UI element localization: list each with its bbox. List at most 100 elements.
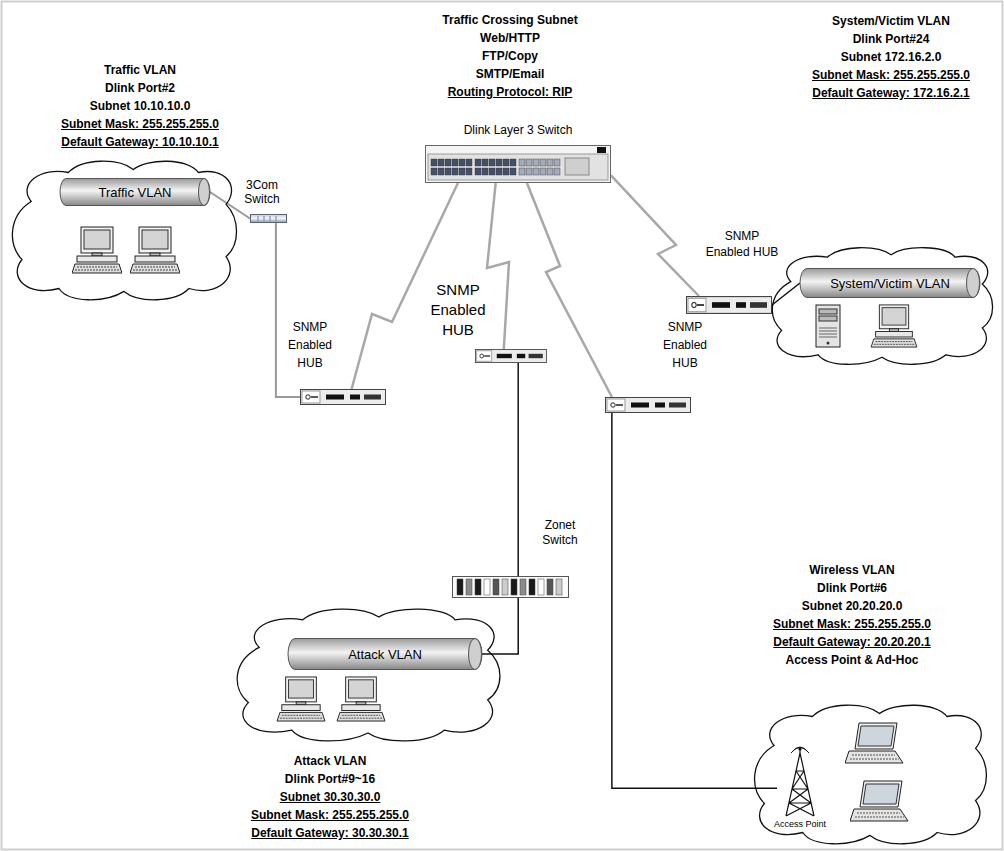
switch-module xyxy=(565,158,589,175)
switch-port xyxy=(510,168,516,175)
switch-port xyxy=(526,168,532,175)
hub-ports xyxy=(529,354,543,358)
switch-port xyxy=(431,159,437,166)
label-block: System/Victim VLANDlink Port#24Subnet 17… xyxy=(771,12,1004,102)
switch-port xyxy=(466,159,472,166)
snmp-hub: SNMP Enabled HUB xyxy=(605,397,691,413)
cloud-shape xyxy=(768,245,996,367)
label-block: SNMP Enabled HUB xyxy=(282,318,338,372)
vlan-cylinder: System/Victim VLAN xyxy=(800,268,980,298)
switch-port xyxy=(445,159,451,166)
vlan-name: Traffic VLAN xyxy=(99,184,172,201)
hub-ports xyxy=(655,403,665,408)
vlan-cylinder: Traffic VLAN xyxy=(60,178,210,206)
hub-panel xyxy=(607,399,625,411)
vlan-info-line: Traffic VLAN xyxy=(20,61,260,79)
vlan-info-line: Default Gateway: 172.16.2.1 xyxy=(771,84,1004,102)
switch-port xyxy=(547,168,553,175)
hub-mark xyxy=(697,304,704,306)
hub-shape xyxy=(605,397,691,413)
switch-port xyxy=(489,159,495,166)
vlan-info-line: Dlink Port#9~16 xyxy=(210,770,450,788)
device-label: SNMP Enabled HUB xyxy=(702,228,782,260)
lightning-link xyxy=(487,183,509,349)
switch-icon: 3Com Switch xyxy=(250,214,287,223)
hub-led xyxy=(611,403,615,407)
switch-port xyxy=(496,159,502,166)
switch-port xyxy=(482,159,488,166)
switch-port xyxy=(459,168,465,175)
switch-port xyxy=(526,159,532,166)
switch-port xyxy=(445,168,451,175)
switch-port xyxy=(503,159,509,166)
traffic-note: Traffic Crossing Subnet xyxy=(400,11,620,29)
radio-waves xyxy=(791,747,809,753)
desktop-pc xyxy=(277,677,325,721)
tower-shape xyxy=(777,745,823,817)
vlan-info-line: Subnet Mask: 255.255.255.0 xyxy=(732,615,972,633)
switch-panel xyxy=(428,154,608,180)
hub-ports xyxy=(669,403,686,408)
snmp-hub: SNMP Enabled HUB xyxy=(475,349,547,363)
vlan-info-line: Dlink Port#2 xyxy=(20,79,260,97)
hub-panel xyxy=(477,351,492,362)
tower-lattice xyxy=(786,748,814,816)
desktop-pc xyxy=(871,305,917,347)
device-label: SNMP Enabled HUB xyxy=(282,318,338,372)
desktop-pc xyxy=(337,677,385,721)
label-block: SNMP Enabled HUB xyxy=(425,280,491,340)
snmp-hub: SNMP Enabled HUB xyxy=(300,389,386,405)
label-block: Traffic Crossing SubnetWeb/HTTPFTP/CopyS… xyxy=(400,11,620,101)
device-label: Zonet Switch xyxy=(538,518,582,548)
vlan-info-line: Access Point & Ad-Hoc xyxy=(732,651,972,669)
hub-ports xyxy=(631,403,649,408)
label-block: SNMP Enabled HUB xyxy=(657,318,713,372)
device-label: SNMP Enabled HUB xyxy=(657,318,713,372)
hub-led xyxy=(306,395,310,399)
hub-ports xyxy=(350,395,360,400)
label-block: SNMP Enabled HUB xyxy=(702,228,782,260)
switch-port xyxy=(547,579,553,595)
switch-port xyxy=(533,168,539,175)
hub-case xyxy=(687,297,772,314)
hub-shape xyxy=(686,296,772,314)
hub-panel xyxy=(688,298,706,312)
switch-icon: Zonet Switch xyxy=(452,576,569,598)
switch-port xyxy=(493,579,499,595)
ethernet-link xyxy=(612,413,777,788)
switch-port xyxy=(431,168,437,175)
server-tower xyxy=(816,305,840,347)
vlan-info-line: System/Victim VLAN xyxy=(771,12,1004,30)
vlan-info-line: Subnet Mask: 255.255.255.0 xyxy=(771,66,1004,84)
switch-case xyxy=(251,215,287,223)
switch-port xyxy=(533,159,539,166)
snmp-hub: SNMP Enabled HUB xyxy=(686,296,772,314)
laptop xyxy=(845,723,903,763)
vlan-cylinder: Attack VLAN xyxy=(288,638,482,670)
vlan-cloud: Wireless VLANDlink Port#6Subnet 20.20.20… xyxy=(750,702,990,847)
hub-ports xyxy=(750,302,767,308)
switch-port xyxy=(540,159,546,166)
switch-port xyxy=(489,168,495,175)
vlan-cloud: Attack VLANDlink Port#9~16Subnet 30.30.3… xyxy=(232,606,504,744)
label-block: Access Point xyxy=(765,819,835,830)
switch-port xyxy=(475,168,481,175)
vlan-info-line: Subnet Mask: 255.255.255.0 xyxy=(20,115,260,133)
hub-mark xyxy=(484,355,490,356)
switch-led xyxy=(597,147,606,153)
device-label: Access Point xyxy=(765,819,835,830)
switch-port xyxy=(452,168,458,175)
switch-port xyxy=(496,168,502,175)
ethernet-link xyxy=(210,192,250,219)
lightning-link xyxy=(611,175,699,296)
switch-ports xyxy=(258,216,276,221)
device-label: Dlink Layer 3 Switch xyxy=(418,123,618,137)
ethernet-link xyxy=(517,363,519,576)
zonet-shape xyxy=(452,576,569,598)
cylinder-cap xyxy=(469,639,482,670)
hub-led xyxy=(692,303,696,308)
hub-ports xyxy=(364,395,381,400)
hub-mark xyxy=(311,396,318,398)
lightning-link xyxy=(527,183,612,397)
device-label: 3Com Switch xyxy=(239,178,285,206)
